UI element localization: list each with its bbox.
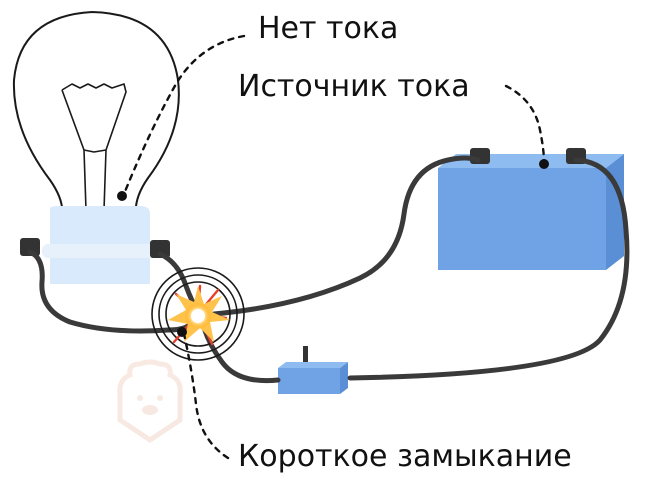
spark-ring-outer: [151, 267, 245, 361]
bulb-base-band: [42, 244, 160, 258]
wire-switch-to-spark: [201, 325, 281, 384]
leader-lines: [122, 34, 546, 460]
switch-stem: [303, 346, 308, 364]
battery-icon: [438, 148, 624, 270]
wire-bulb-left: [27, 249, 191, 334]
wires: [27, 155, 630, 384]
leader-short: [182, 332, 230, 460]
label-current-source: Источник тока: [238, 69, 470, 104]
spark-ring-inner: [165, 281, 231, 347]
marker-source: [539, 159, 549, 169]
leader-no-current: [122, 34, 246, 196]
bulb-icon: [12, 10, 180, 284]
wire-battery-to-switch: [347, 157, 630, 381]
bulb-terminal-left: [20, 238, 40, 256]
battery-front: [438, 168, 606, 270]
switch-icon: [278, 346, 348, 394]
leader-source: [504, 84, 546, 164]
spark-ring-middle: [158, 274, 238, 354]
spark-center: [191, 309, 205, 323]
bulb-filament: [61, 83, 127, 211]
switch-side: [340, 362, 348, 394]
bear-watermark-icon: [117, 359, 183, 444]
label-short-circuit: Короткое замыкание: [238, 439, 572, 474]
bulb-terminal-right: [150, 240, 170, 258]
marker-short: [177, 327, 187, 337]
switch-top: [278, 362, 348, 368]
battery-side: [606, 154, 624, 270]
spark-icon: [151, 267, 245, 361]
label-no-current: Нет тока: [258, 11, 399, 46]
wire-to-battery: [211, 155, 481, 317]
marker-no-current: [117, 191, 127, 201]
battery-terminal-left: [470, 148, 490, 164]
switch-body: [278, 368, 340, 394]
bulb-glass: [12, 10, 180, 216]
